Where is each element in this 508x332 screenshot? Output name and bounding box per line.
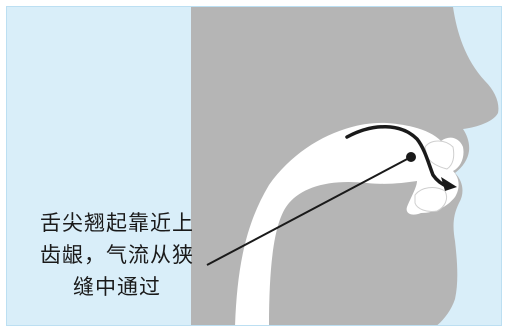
airflow-arrow [345,125,451,189]
leader-line [206,156,412,266]
arrowhead [441,177,457,191]
diagram-frame: 舌尖翘起靠近上 齿龈，气流从狭 缝中通过 [6,6,502,326]
oral-cavity [235,122,464,325]
annotation-line-3: 缝中通过 [73,275,161,299]
lower-teeth [414,187,448,212]
annotation-text: 舌尖翘起靠近上 齿龈，气流从狭 缝中通过 [17,207,217,303]
annotation-line-1: 舌尖翘起靠近上 [40,211,194,235]
upper-teeth [424,140,455,170]
mouth-diagram [191,7,499,325]
annotation-line-2: 齿龈，气流从狭 [40,243,194,267]
